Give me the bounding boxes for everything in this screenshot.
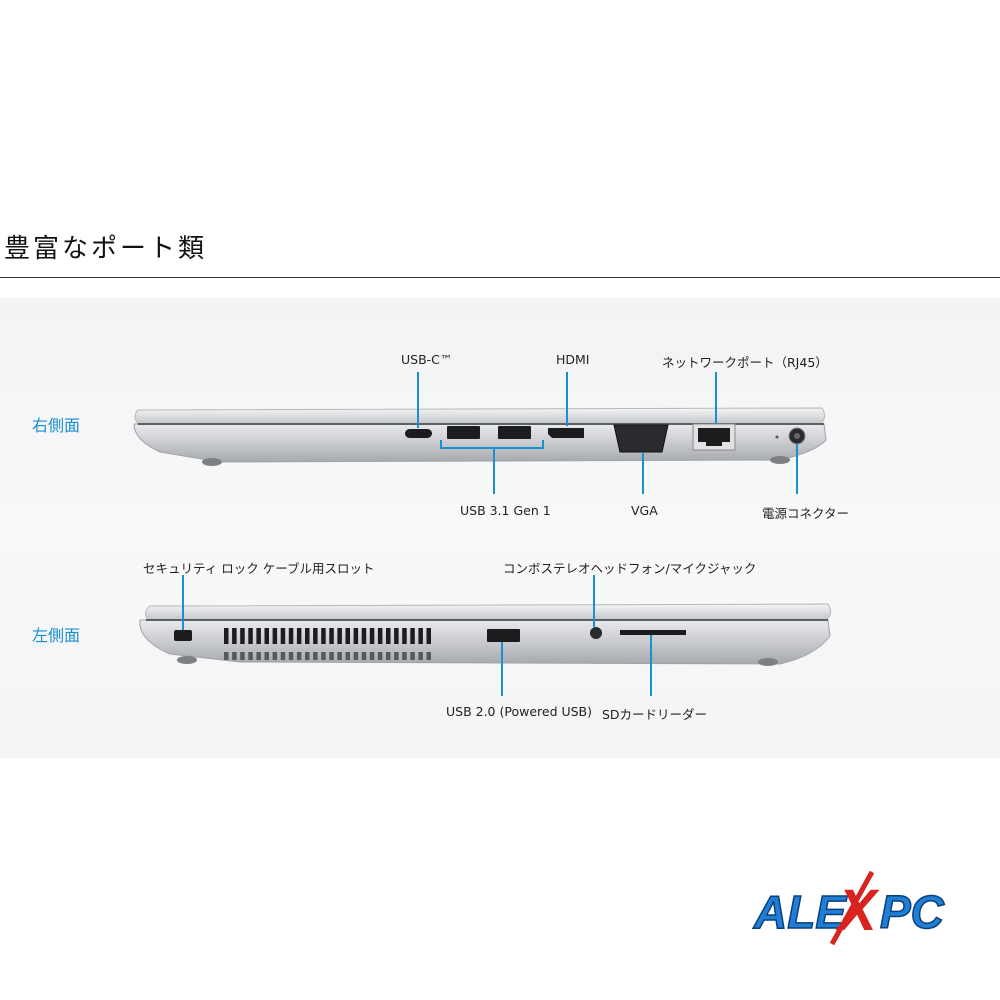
logo-text-x: X [835,878,880,943]
heading-divider [0,277,1000,278]
usb-c-label: USB-C™ [401,352,453,367]
vent-slot-lower [313,652,318,660]
usb-c-port [405,429,432,438]
vent-slot [288,628,294,644]
usb20-port [487,629,520,642]
vent-slot-lower [353,652,359,660]
logo-text-left: ALE [753,886,847,938]
vent-slot-lower [272,652,278,660]
vent-slot-lower [224,652,229,660]
network-port-label: ネットワークポート（RJ45） [662,355,828,370]
vent-slot [345,628,350,644]
vent-slot [224,628,229,644]
vent-slot [248,628,253,644]
vent-slot [232,628,237,644]
sd-slot [620,630,686,635]
vent-slot-lower [305,652,310,660]
vga-port [613,424,669,453]
lock-slot [174,630,192,641]
vent-slot-lower [369,652,375,660]
logo-slash [829,870,875,946]
vent-slot [377,628,383,644]
hdmi-port [548,428,584,438]
vent-slot [386,628,391,644]
audio-jack [590,627,602,639]
vent-slot [240,628,245,644]
usb31-port-2 [498,426,531,439]
vent-slot [353,628,359,644]
logo-text-right: PC [880,886,945,938]
right-side-label: 右側面 [32,416,81,435]
usb31-port-1 [447,426,480,439]
vent-slot [426,628,431,644]
vent-slot-lower [361,652,367,660]
air-vents [224,628,431,660]
vent-slot [305,628,310,644]
vent-slot-lower [296,652,302,660]
left-side-laptop [139,603,832,666]
vent-slot-lower [280,652,286,660]
vent-slot [369,628,375,644]
vent-slot [418,628,423,644]
vent-slot-lower [426,652,431,660]
vent-slot-lower [337,652,342,660]
vent-slot [272,628,278,644]
vent-slot [361,628,367,644]
hdmi-label: HDMI [556,352,590,367]
power-connector-label: 電源コネクター [762,506,850,521]
audio-jack-label: コンボステレオヘッドフォン/マイクジャック [503,561,757,576]
vent-slot-lower [410,652,415,660]
vent-slot [280,628,286,644]
vent-slot-lower [394,652,399,660]
vent-slot-lower [377,652,383,660]
vent-slot [264,628,269,644]
vent-slot-lower [264,652,269,660]
vent-slot-lower [240,652,245,660]
vent-slot-lower [386,652,391,660]
vent-slot-lower [418,652,423,660]
vent-slot-lower [329,652,334,660]
vent-slot [296,628,302,644]
left-side-label: 左側面 [32,626,81,645]
vent-slot [256,628,261,644]
page-title: 豊富なポート類 [4,234,208,264]
vent-slot-lower [345,652,350,660]
alexpc-logo: ALE X PC [752,870,945,946]
vent-slot [410,628,415,644]
vent-slot [402,628,407,644]
vent-slot-lower [256,652,261,660]
vent-slot [337,628,342,644]
right-side-laptop [133,407,827,466]
vga-label: VGA [631,503,658,518]
vent-slot-lower [248,652,253,660]
ports-panel [0,298,1000,758]
usb31-label: USB 3.1 Gen 1 [460,503,551,518]
vent-slot [329,628,334,644]
vent-slot [313,628,318,644]
sd-reader-label: SDカードリーダー [602,707,708,722]
vent-slot-lower [321,652,326,660]
usb20-label: USB 2.0 (Powered USB) [446,704,593,719]
vent-slot-lower [288,652,294,660]
vent-slot [321,628,326,644]
leader-lines [182,372,798,696]
vent-slot [394,628,399,644]
vent-slot-lower [402,652,407,660]
security-lock-label: セキュリティ ロック ケーブル用スロット [143,561,375,576]
vent-slot-lower [232,652,237,660]
